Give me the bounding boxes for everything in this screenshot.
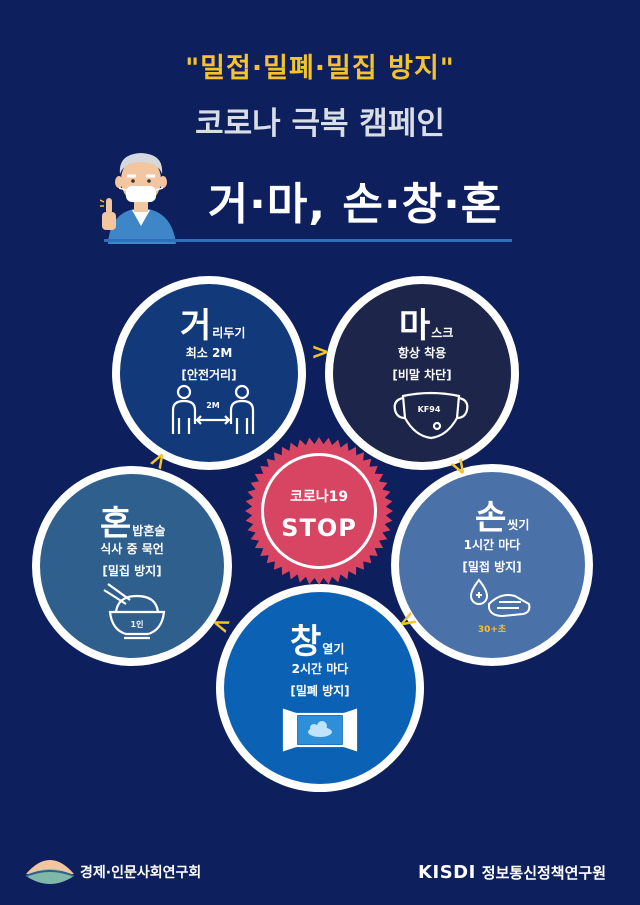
nrc-logo-icon xyxy=(25,860,75,884)
distancing-circle: 거리두기 최소 2M [안전거리] 2M xyxy=(112,276,306,470)
distance-label: 2M xyxy=(206,401,220,410)
elderly-mascot-icon xyxy=(100,153,176,244)
solo-meal-initial: 혼 xyxy=(100,504,132,544)
handwash-purpose: [밀접 방지] xyxy=(462,560,522,574)
distancing-suffix: 리두기 xyxy=(212,326,246,340)
header-divider xyxy=(104,239,512,242)
footer-left-org: 경제·인문사회연구회 xyxy=(80,865,202,881)
solo-meal-detail: 식사 중 묵언 xyxy=(100,542,164,556)
open-window-icon xyxy=(282,708,358,752)
ventilation-purpose: [밀폐 방지] xyxy=(290,684,350,698)
chevron-right-icon: > xyxy=(311,340,330,365)
solo-meal-label: 1인 xyxy=(131,619,144,629)
handwash-detail: 1시간 마다 xyxy=(463,538,521,552)
handwash-initial: 손 xyxy=(475,498,507,538)
handwash-duration: 30+초 xyxy=(477,625,507,635)
stop-badge-top: 코로나19 xyxy=(289,489,349,505)
rice-bowl-icon: 1인 xyxy=(103,583,166,640)
distancing-purpose: [안전거리] xyxy=(181,368,237,382)
handwash-circle: 손씻기 1시간 마다 [밀접 방지] 30+초 xyxy=(391,464,593,666)
mask-circle: 마스크 항상 착용 [비말 차단] KF94 xyxy=(325,276,519,470)
mask-purpose: [비말 차단] xyxy=(392,368,452,382)
slogan: 거·마, 손·창·혼 xyxy=(207,179,503,230)
campaign-title: 코로나 극복 캠페인 xyxy=(195,106,445,142)
footer-right-org-block: KISDI 정보통신정책연구원 xyxy=(418,862,606,883)
footer-right-org: 정보통신정책연구원 xyxy=(481,864,606,882)
mask-icon: KF94 xyxy=(393,391,469,440)
ventilation-circle: 창열기 2시간 마다 [밀폐 방지] xyxy=(216,584,424,792)
solo-meal-purpose: [밀집 방지] xyxy=(102,564,162,578)
distancing-detail: 최소 2M xyxy=(185,346,233,360)
solo-meal-circle: 혼밥혼술 식사 중 묵언 [밀집 방지] 1인 xyxy=(32,466,232,666)
hand-wash-icon xyxy=(469,578,531,618)
ventilation-detail: 2시간 마다 xyxy=(291,662,349,676)
ventilation-initial: 창 xyxy=(290,622,322,662)
mask-initial: 마 xyxy=(399,306,431,346)
handwash-suffix: 씻기 xyxy=(507,518,530,532)
mask-grade-label: KF94 xyxy=(418,405,441,414)
mask-detail: 항상 착용 xyxy=(397,346,447,360)
solo-meal-suffix: 밥혼술 xyxy=(132,524,166,538)
distance-people-icon: 2M xyxy=(171,384,255,434)
distancing-initial: 거 xyxy=(180,306,212,346)
stop-badge-main: STOP xyxy=(281,514,357,542)
campaign-subtitle: "밀접·밀폐·밀집 방지" xyxy=(185,53,455,84)
covid-stop-badge: 코로나19 STOP xyxy=(244,436,394,586)
ventilation-suffix: 열기 xyxy=(322,642,345,656)
kisdi-logo: KISDI xyxy=(418,862,476,883)
mask-suffix: 스크 xyxy=(431,326,454,340)
